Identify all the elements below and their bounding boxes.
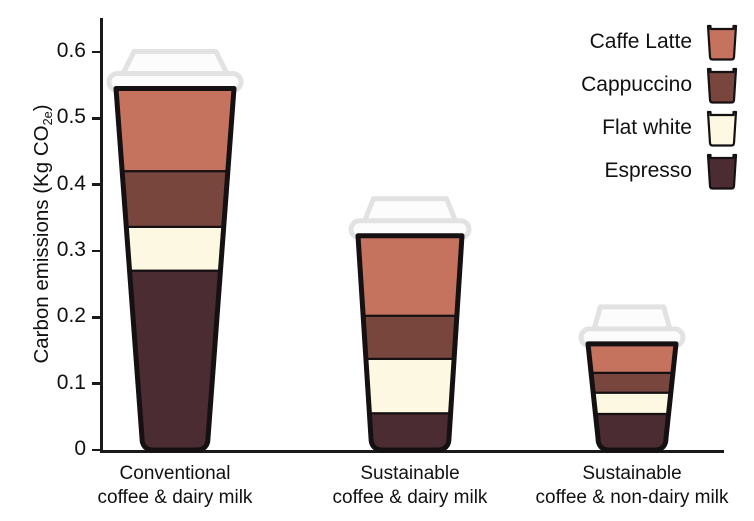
- legend-item-cappuccino[interactable]: Cappuccino: [500, 63, 740, 106]
- segment-flat-white[interactable]: [582, 391, 682, 413]
- x-axis-tick-label-line: coffee & dairy milk: [97, 487, 253, 509]
- y-axis-tick-label: 0.6: [56, 39, 86, 62]
- y-axis-tick-mark: [92, 316, 101, 319]
- cup-outline: [113, 85, 237, 453]
- legend-cup-icon: [704, 108, 740, 148]
- y-axis-tick-mark: [92, 50, 101, 54]
- legend-item-caffe-latte[interactable]: Caffe Latte: [500, 20, 740, 63]
- x-axis-tick-label-2: Sustainable coffee & dairy milk: [260, 462, 560, 510]
- segment-cappuccino[interactable]: [352, 314, 468, 358]
- legend-item-label: Cappuccino: [581, 72, 692, 96]
- x-axis-tick-label-line: Conventional: [119, 463, 231, 484]
- legend-item-espresso[interactable]: Espresso: [500, 149, 740, 192]
- legend-item-label: Espresso: [604, 158, 692, 182]
- segment-espresso[interactable]: [582, 412, 682, 450]
- x-axis-tick-label-3: Sustainable coffee & non-dairy milk: [482, 462, 754, 510]
- x-axis-tick-label-line: coffee & non-dairy milk: [535, 487, 729, 509]
- legend-cup-icon: [704, 65, 740, 105]
- cup-outline: [355, 233, 465, 453]
- legend-cup-shape: [706, 110, 738, 147]
- y-axis-tick-mark: [92, 448, 101, 452]
- segment-caffe-latte[interactable]: [352, 235, 468, 315]
- legend-item-flat-white[interactable]: Flat white: [500, 106, 740, 149]
- y-axis-tick-mark: [92, 249, 101, 253]
- cup-fill-segments: [352, 235, 468, 450]
- segment-flat-white[interactable]: [352, 357, 468, 413]
- legend-cup-shape: [706, 153, 738, 190]
- y-axis-tick-label: 0.3: [56, 238, 86, 261]
- y-axis-tick-label: 0.4: [56, 171, 86, 195]
- segment-caffe-latte[interactable]: [110, 88, 240, 171]
- x-axis-tick-label-line: Sustainable: [360, 463, 460, 484]
- y-axis-tick-label: 0.1: [56, 370, 86, 394]
- legend-item-label: Caffe Latte: [589, 29, 692, 53]
- y-axis-line: [100, 18, 103, 452]
- legend-cup-icon: [704, 22, 740, 62]
- x-axis-tick-label-line: coffee & dairy milk: [332, 487, 488, 509]
- cup-lid: [578, 304, 686, 349]
- y-axis-tick-mark: [92, 183, 101, 186]
- legend-cup-shape: [706, 24, 738, 61]
- y-axis-tick-label: 0.5: [56, 105, 86, 129]
- segment-caffe-latte[interactable]: [582, 343, 682, 372]
- segment-cappuccino[interactable]: [582, 371, 682, 392]
- legend-item-label: Flat white: [602, 115, 692, 139]
- cup-outline: [585, 341, 679, 453]
- legend-cup-icon: [704, 151, 740, 191]
- segment-cappuccino[interactable]: [110, 170, 240, 226]
- y-axis-tick-label: 0: [74, 437, 86, 460]
- legend-cup-shape: [706, 67, 738, 104]
- x-axis-tick-label-line: Sustainable: [582, 463, 682, 484]
- segment-flat-white[interactable]: [110, 225, 240, 270]
- x-axis-tick-label-1: Conventional coffee & dairy milk: [25, 462, 325, 510]
- y-axis-tick-mark: [92, 117, 101, 120]
- cup-fill-segments: [582, 343, 682, 450]
- y-axis-tick-mark: [92, 382, 101, 385]
- y-axis-tick-label: 0.2: [56, 304, 86, 328]
- segment-espresso[interactable]: [352, 412, 468, 450]
